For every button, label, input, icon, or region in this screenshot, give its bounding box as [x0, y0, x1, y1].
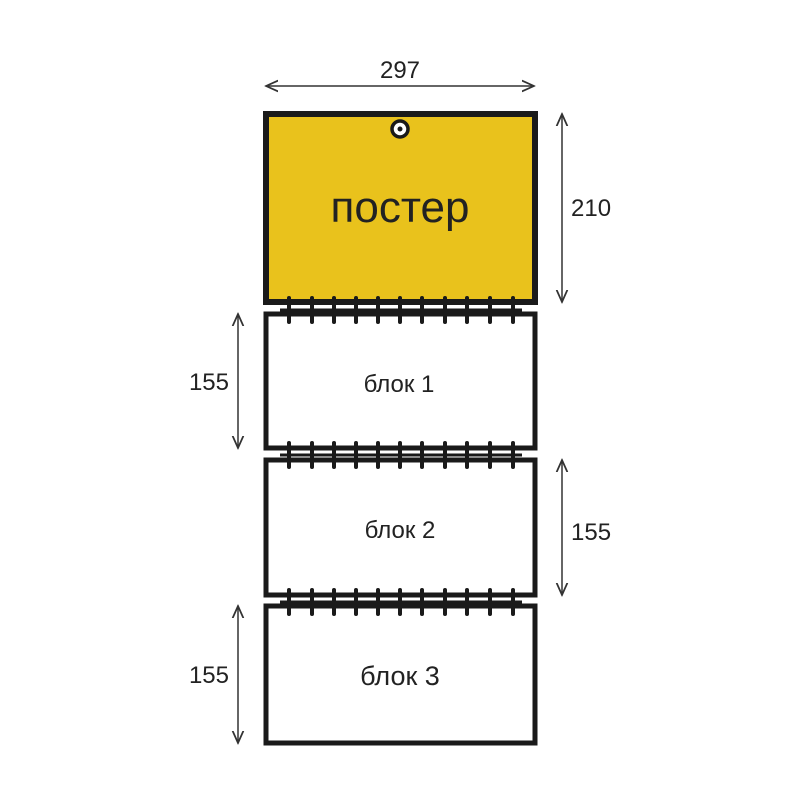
binding-ring — [465, 441, 469, 469]
hanging-hole-icon — [390, 119, 410, 139]
poster-label: постер — [331, 183, 470, 232]
binding-ring — [398, 441, 402, 469]
binding-ring — [398, 296, 402, 324]
binding-ring — [511, 296, 515, 324]
block-2-height-label: 155 — [571, 519, 611, 546]
binding-ring — [376, 441, 380, 469]
spiral-binding-icon — [280, 441, 522, 469]
binding-ring — [310, 296, 314, 324]
binding-ring — [332, 296, 336, 324]
binding-ring — [354, 296, 358, 324]
binding-ring — [376, 296, 380, 324]
binding-ring — [287, 588, 291, 616]
binding-ring — [443, 296, 447, 324]
binding-ring — [420, 588, 424, 616]
block-1: блок 1 — [263, 311, 538, 451]
binding-ring — [488, 441, 492, 469]
binding-ring — [287, 441, 291, 469]
binding-ring — [310, 588, 314, 616]
width-dimension-label: 297 — [380, 57, 420, 84]
block-1-label: блок 1 — [364, 371, 435, 398]
block-3: блок 3 — [263, 603, 538, 746]
binding-ring — [488, 588, 492, 616]
binding-ring — [332, 441, 336, 469]
binding-ring — [488, 296, 492, 324]
block-2: блок 2 — [263, 457, 538, 598]
spiral-binding-icon — [280, 296, 522, 324]
binding-ring — [376, 588, 380, 616]
binding-ring — [511, 441, 515, 469]
block-2-label: блок 2 — [365, 517, 436, 544]
binding-ring — [310, 441, 314, 469]
binding-ring — [332, 588, 336, 616]
block-3-label: блок 3 — [360, 661, 440, 691]
width-dimension: 297 — [266, 57, 534, 86]
poster-height-dimension: 210 — [562, 114, 611, 302]
binding-ring — [511, 588, 515, 616]
poster-height-label: 210 — [571, 195, 611, 222]
block-1-height-dimension: 155 — [189, 314, 238, 448]
binding-ring — [354, 441, 358, 469]
binding-ring — [420, 441, 424, 469]
binding-ring — [443, 441, 447, 469]
binding-ring — [465, 588, 469, 616]
block-3-height-label: 155 — [189, 662, 229, 689]
binding-ring — [443, 588, 447, 616]
block-3-height-dimension: 155 — [189, 606, 238, 743]
binding-ring — [354, 588, 358, 616]
block-1-height-label: 155 — [189, 369, 229, 396]
binding-ring — [287, 296, 291, 324]
spiral-binding-icon — [280, 588, 522, 616]
binding-ring — [398, 588, 402, 616]
poster: постер — [263, 111, 538, 305]
binding-ring — [465, 296, 469, 324]
binding-ring — [420, 296, 424, 324]
block-2-height-dimension: 155 — [562, 460, 611, 595]
